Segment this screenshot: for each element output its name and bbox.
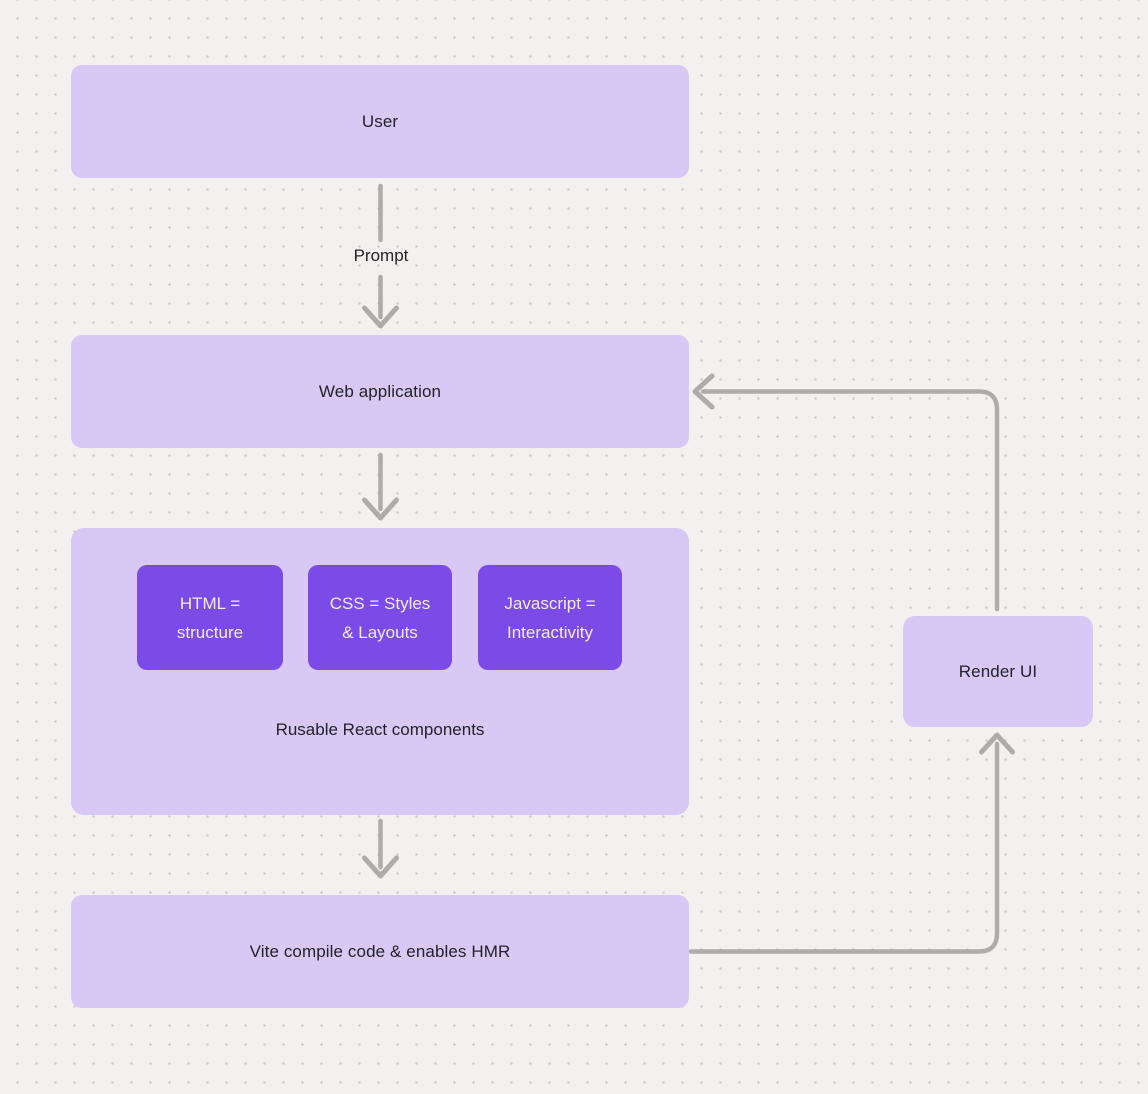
- arrowhead-down-into-group: [362, 497, 399, 521]
- node-web-application: Web application: [71, 335, 689, 448]
- edge-label-prompt: Prompt: [353, 246, 409, 265]
- arrowhead-down-into-web: [362, 305, 399, 329]
- node-user-label: User: [361, 111, 399, 131]
- chip-html-label: HTML = structure: [176, 593, 244, 642]
- node-vite-label: Vite compile code & enables HMR: [249, 941, 511, 961]
- node-web-application-label: Web application: [318, 381, 442, 401]
- node-vite: Vite compile code & enables HMR: [71, 895, 689, 1008]
- arrowhead-up-into-render: [979, 732, 1015, 755]
- chip-html: HTML = structure: [137, 565, 283, 670]
- components-group-caption: Rusable React components: [275, 720, 485, 739]
- arrowhead-down-into-vite: [362, 855, 399, 879]
- node-user: User: [71, 65, 689, 178]
- edge-vite-to-render-line: [688, 741, 1000, 954]
- chip-css-label: CSS = Styles & Layouts: [329, 593, 431, 642]
- node-render-ui-label: Render UI: [958, 661, 1038, 681]
- node-components-group: HTML = structure CSS = Styles & Layouts …: [71, 528, 689, 815]
- chip-javascript: Javascript = Interactivity: [478, 565, 622, 670]
- edge-render-to-web-line: [700, 389, 1000, 612]
- chip-css: CSS = Styles & Layouts: [308, 565, 452, 670]
- chip-javascript-label: Javascript = Interactivity: [504, 593, 596, 642]
- arrowhead-left-into-web: [692, 373, 715, 410]
- node-render-ui: Render UI: [903, 616, 1093, 727]
